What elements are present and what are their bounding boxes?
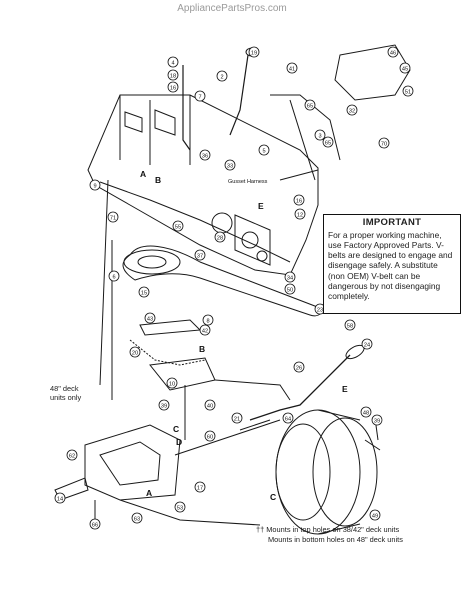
letter-e2: E: [342, 384, 348, 394]
footnote-line-2: Mounts in bottom holes on 48" deck units: [268, 534, 403, 544]
callout-number: 16: [170, 85, 176, 91]
callout-number: 21: [234, 416, 240, 422]
callout-number: 45: [402, 66, 408, 72]
letter-a2: A: [146, 488, 152, 498]
tractor-frame: [87, 94, 319, 276]
callout-number: 40: [207, 403, 213, 409]
callout-number: 3: [318, 133, 321, 139]
callout-number: 51: [405, 89, 411, 95]
letter-b2: B: [199, 344, 205, 354]
letter-e: E: [258, 201, 264, 211]
callout-number: 17: [197, 485, 203, 491]
callout-number: 66: [92, 522, 98, 528]
callout-number: 46: [390, 50, 396, 56]
callout-number: 5: [262, 148, 265, 154]
important-body: For a proper working machine, use Factor…: [328, 229, 453, 302]
letter-b: B: [155, 175, 161, 185]
v-belt: [122, 245, 323, 317]
callout-number: 62: [69, 453, 75, 459]
callout-number: 20: [132, 350, 138, 356]
callout-number: 64: [285, 416, 291, 422]
callout-number: 37: [197, 253, 203, 259]
callout-number: 6: [112, 274, 115, 280]
footnote-line-1: †† Mounts in top holes on 38/42" deck un…: [256, 525, 400, 534]
callout-number: 60: [207, 434, 213, 440]
footnote: †† Mounts in top holes on 38/42" deck un…: [256, 525, 403, 544]
rear-wheel: [275, 409, 378, 535]
callout-number: 16: [296, 198, 302, 204]
callout-number: 36: [202, 153, 208, 159]
transaxle: [84, 424, 181, 501]
callout-number: 34: [287, 275, 293, 281]
callout-number: 41: [289, 66, 295, 72]
callout-number: 26: [296, 365, 302, 371]
callout-number: 9: [93, 183, 96, 189]
letter-c2: C: [270, 492, 276, 502]
callout-number: 18: [170, 73, 176, 79]
callout-number: 10: [169, 381, 175, 387]
shift-lever: [249, 354, 351, 421]
important-notice-box: IMPORTANT For a proper working machine, …: [323, 214, 461, 314]
letter-d: D: [176, 437, 182, 447]
callout-number: 32: [349, 108, 355, 114]
callout-number: 19: [251, 50, 257, 56]
callout-number: 4: [171, 60, 174, 66]
callout-number: 39: [161, 403, 167, 409]
callout-number: 28: [217, 235, 223, 241]
watermark: AppliancePartsPros.com: [177, 3, 287, 14]
callout-number: 65: [325, 140, 331, 146]
callout-number: 14: [57, 496, 63, 502]
callout-number: 15: [141, 290, 147, 296]
callout-number: 70: [381, 141, 387, 147]
callout-number: 39: [374, 418, 380, 424]
callout-number: 43: [147, 316, 153, 322]
callout-number: 8: [206, 318, 209, 324]
callout-number: 50: [287, 287, 293, 293]
letter-c: C: [173, 424, 179, 434]
callout-number: 23: [317, 307, 323, 313]
callout-number: 49: [372, 513, 378, 519]
callout-number: 7: [198, 94, 201, 100]
callout-number: 42: [202, 328, 208, 334]
callout-number: 55: [175, 224, 181, 230]
callout-number: 58: [347, 323, 353, 329]
callout-number: 2: [220, 74, 223, 80]
deck-note: 48" deck units only: [50, 384, 82, 402]
callout-number: 71: [110, 215, 116, 221]
letter-a: A: [140, 169, 146, 179]
callout-number: 65: [307, 103, 313, 109]
callout-number: 24: [364, 342, 370, 348]
callout-number: 48: [363, 410, 369, 416]
important-title: IMPORTANT: [362, 217, 422, 228]
part-callouts: [54, 46, 414, 530]
callout-number: 53: [177, 505, 183, 511]
callout-number: 12: [297, 212, 303, 218]
callout-number: 63: [134, 516, 140, 522]
gusset-label: Gusset Harness: [228, 179, 268, 185]
callout-number: 33: [227, 163, 233, 169]
